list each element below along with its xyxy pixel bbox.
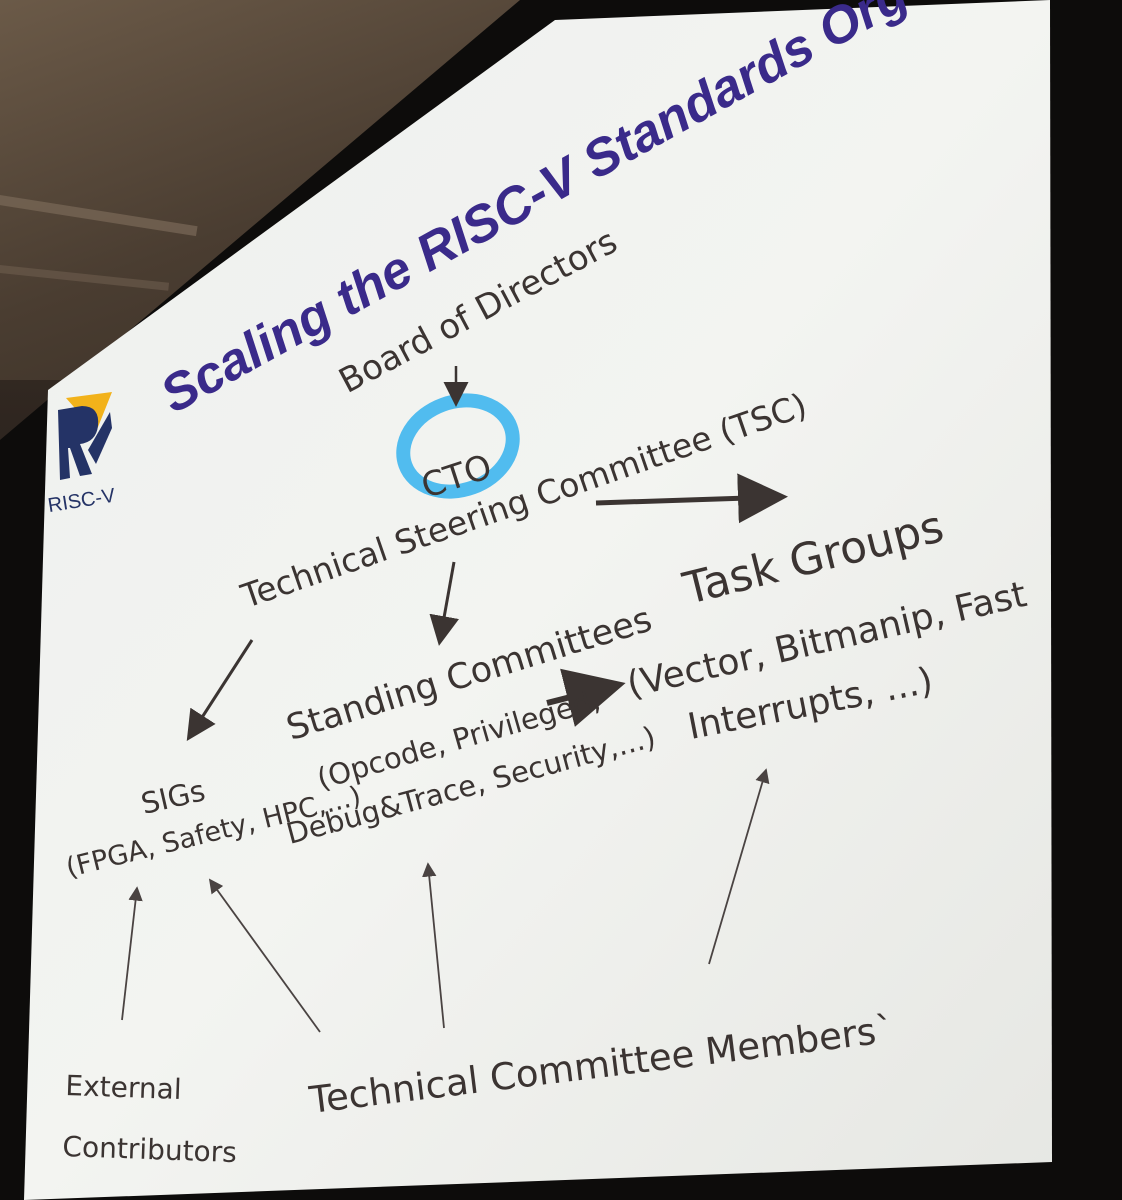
external-contributors-line2: Contributors xyxy=(61,1130,238,1170)
arrow-tsc-to-sigs xyxy=(186,639,254,742)
logo-r-shape xyxy=(58,406,99,480)
arrow-external-to-sigs xyxy=(121,886,143,1021)
external-contributors-line1: External xyxy=(64,1069,183,1107)
arrow-tsc-to-task-groups xyxy=(595,473,788,524)
arrow-members-to-task-groups xyxy=(708,768,770,965)
risc-v-logo xyxy=(58,392,112,480)
arrow-standing-to-task-groups xyxy=(546,668,626,727)
logo-v-shape xyxy=(88,412,112,464)
cto-highlight-circle xyxy=(396,393,520,499)
arrow-members-to-sigs xyxy=(208,878,321,1033)
arrow-tsc-to-standing xyxy=(429,561,460,646)
arrow-members-to-standing xyxy=(422,862,445,1029)
